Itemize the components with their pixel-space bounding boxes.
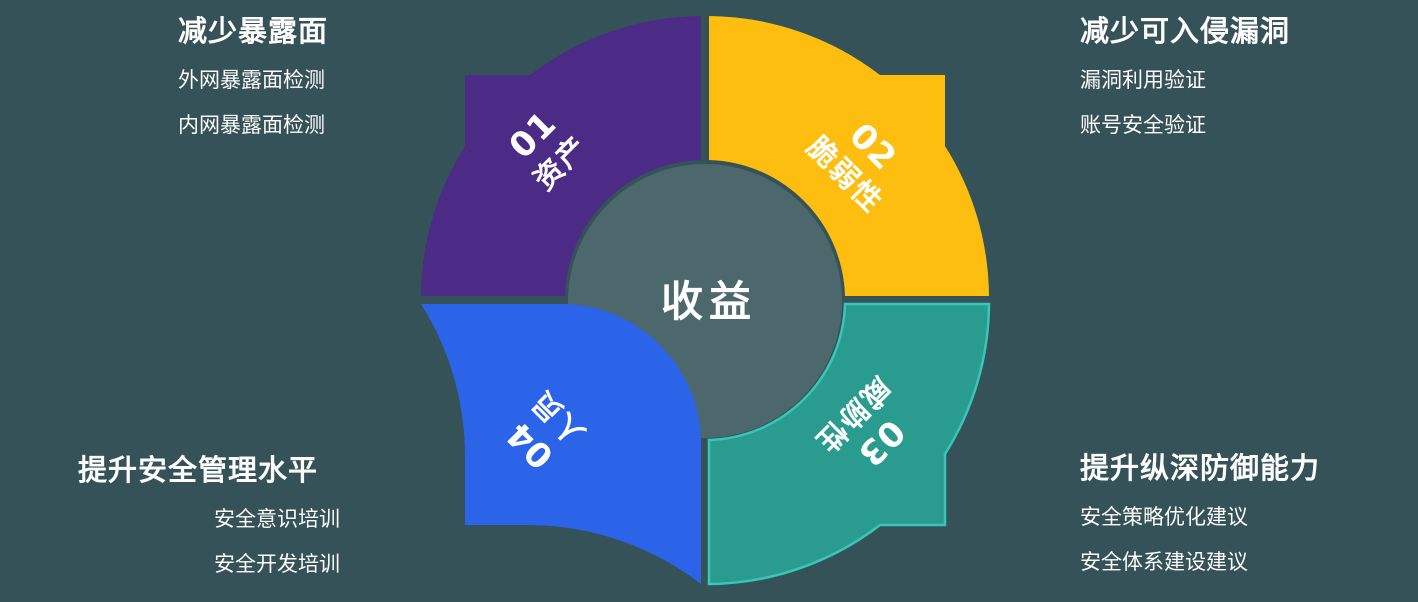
segment-arc-01-assets <box>421 16 701 296</box>
segment-arc-03-threat <box>707 302 991 586</box>
callout-item: 安全开发培训 <box>214 552 340 577</box>
callout-bottom-right: 提升纵深防御能力 安全策略优化建议 安全体系建设建议 <box>1080 451 1321 595</box>
callout-title: 减少暴露面 <box>178 14 329 48</box>
callout-bottom-left: 提升安全管理水平 安全意识培训 安全开发培训 <box>78 453 340 597</box>
callout-item: 账号安全验证 <box>1080 113 1206 138</box>
center-label: 收益 <box>661 277 757 326</box>
callout-item: 安全意识培训 <box>214 506 340 531</box>
callout-item: 安全策略优化建议 <box>1080 504 1248 529</box>
callout-top-right: 减少可入侵漏洞 漏洞利用验证 账号安全验证 <box>1080 14 1291 158</box>
callout-item: 内网暴露面检测 <box>178 113 325 138</box>
callout-item: 安全体系建设建议 <box>1080 550 1248 575</box>
callout-top-left: 减少暴露面 外网暴露面检测 内网暴露面检测 <box>178 14 329 158</box>
callout-title: 提升安全管理水平 <box>78 453 319 487</box>
callout-item: 外网暴露面检测 <box>178 67 325 92</box>
callout-title: 减少可入侵漏洞 <box>1080 14 1291 48</box>
callout-title: 提升纵深防御能力 <box>1080 451 1321 485</box>
callout-item: 漏洞利用验证 <box>1080 67 1206 92</box>
segment-arc-04-personnel <box>421 304 701 584</box>
segment-arc-02-vulnerability <box>709 16 989 296</box>
